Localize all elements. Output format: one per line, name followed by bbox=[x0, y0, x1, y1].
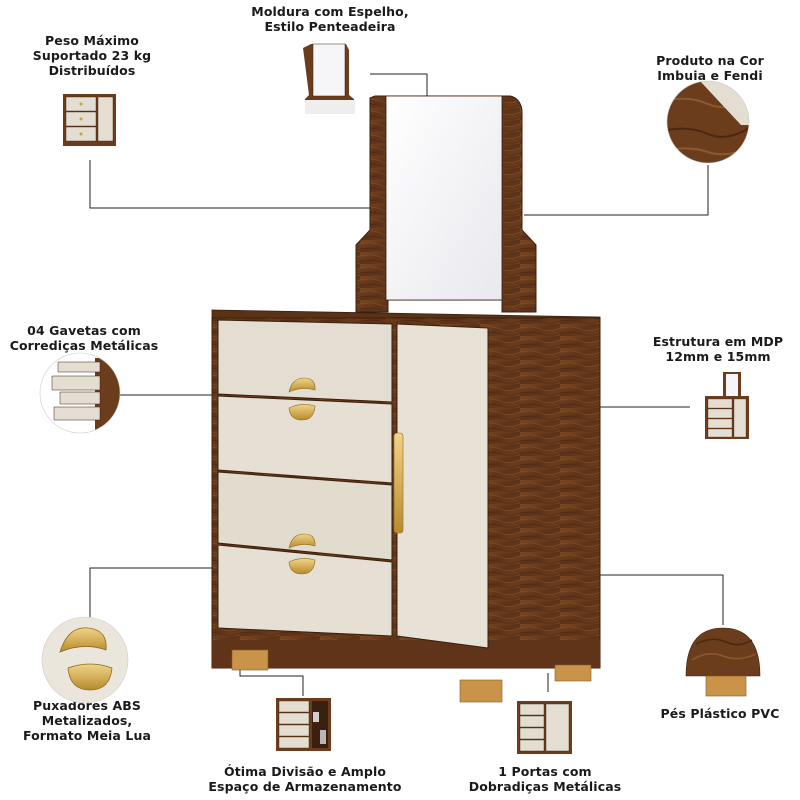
label-structure-line-1: Estrutura em MDP bbox=[652, 334, 784, 349]
leader-handles bbox=[89, 567, 218, 618]
label-color: Produto na Cor Imbuia e Fendi bbox=[640, 53, 780, 83]
drawer-2 bbox=[217, 395, 393, 484]
label-max-weight: Peso Máximo Suportado 23 kg Distribuídos bbox=[22, 33, 162, 78]
label-door-line-1: 1 Portas com bbox=[498, 764, 592, 779]
label-max-weight-line-3: Distribuídos bbox=[48, 63, 136, 78]
leader-feet bbox=[598, 574, 724, 625]
drawer-3 bbox=[217, 471, 393, 561]
label-mirror-frame-line-1: Moldura com Espelho, bbox=[251, 4, 409, 19]
thumb-foot bbox=[685, 627, 761, 697]
label-storage-line-2: Espaço de Armazenamento bbox=[208, 779, 402, 794]
drawer-1 bbox=[217, 319, 393, 403]
label-door: 1 Portas com Dobradiças Metálicas bbox=[460, 764, 630, 794]
thumb-mirror-frame bbox=[303, 43, 355, 114]
label-drawers-line-1: 04 Gavetas com bbox=[27, 323, 141, 338]
label-feet: Pés Plástico PVC bbox=[655, 706, 785, 721]
leader-mirror bbox=[370, 73, 428, 100]
leader-color bbox=[524, 165, 709, 216]
drawer-handle-pair-top bbox=[288, 377, 316, 421]
label-mirror-frame-line-2: Estilo Penteadeira bbox=[264, 19, 396, 34]
label-door-line-2: Dobradiças Metálicas bbox=[468, 779, 622, 794]
label-max-weight-line-1: Peso Máximo bbox=[45, 33, 139, 48]
label-storage-line-1: Ótima Divisão e Amplo bbox=[223, 764, 387, 779]
label-structure-line-2: 12mm e 15mm bbox=[665, 349, 771, 364]
drawer-handle-pair-bottom bbox=[288, 533, 316, 575]
foot-left bbox=[231, 649, 269, 671]
label-color-line-1: Produto na Cor bbox=[656, 53, 764, 68]
label-storage: Ótima Divisão e Amplo Espaço de Armazena… bbox=[205, 764, 405, 794]
door-handle bbox=[393, 432, 404, 534]
mirror-frame bbox=[355, 95, 537, 313]
foot-right bbox=[554, 664, 592, 682]
label-structure: Estrutura em MDP 12mm e 15mm bbox=[648, 334, 788, 364]
thumb-drawers-open bbox=[40, 353, 120, 433]
label-max-weight-line-2: Suportado 23 kg bbox=[32, 48, 152, 63]
label-handles: Puxadores ABS Metalizados, Formato Meia … bbox=[12, 698, 162, 743]
color-swatch bbox=[667, 81, 749, 163]
label-handles-line-2: Metalizados, bbox=[41, 713, 133, 728]
label-feet-line-1: Pés Plástico PVC bbox=[660, 706, 780, 721]
drawer-4 bbox=[217, 544, 393, 637]
thumb-storage bbox=[276, 698, 331, 751]
cabinet-door bbox=[396, 323, 489, 649]
thumb-small-cabinet bbox=[63, 94, 116, 146]
label-drawers: 04 Gavetas com Corrediças Metálicas bbox=[4, 323, 164, 353]
cabinet bbox=[211, 309, 601, 703]
thumb-door bbox=[517, 701, 572, 754]
thumb-structure bbox=[705, 372, 749, 439]
label-color-line-2: Imbuia e Fendi bbox=[657, 68, 763, 83]
foot-middle bbox=[459, 679, 503, 703]
label-handles-line-3: Formato Meia Lua bbox=[22, 728, 152, 743]
thumb-handles bbox=[42, 617, 128, 703]
leader-max-weight bbox=[89, 160, 370, 209]
label-mirror-frame: Moldura com Espelho, Estilo Penteadeira bbox=[235, 4, 425, 34]
label-handles-line-1: Puxadores ABS bbox=[32, 698, 142, 713]
label-drawers-line-2: Corrediças Metálicas bbox=[9, 338, 159, 353]
mirror-glass bbox=[385, 95, 503, 301]
